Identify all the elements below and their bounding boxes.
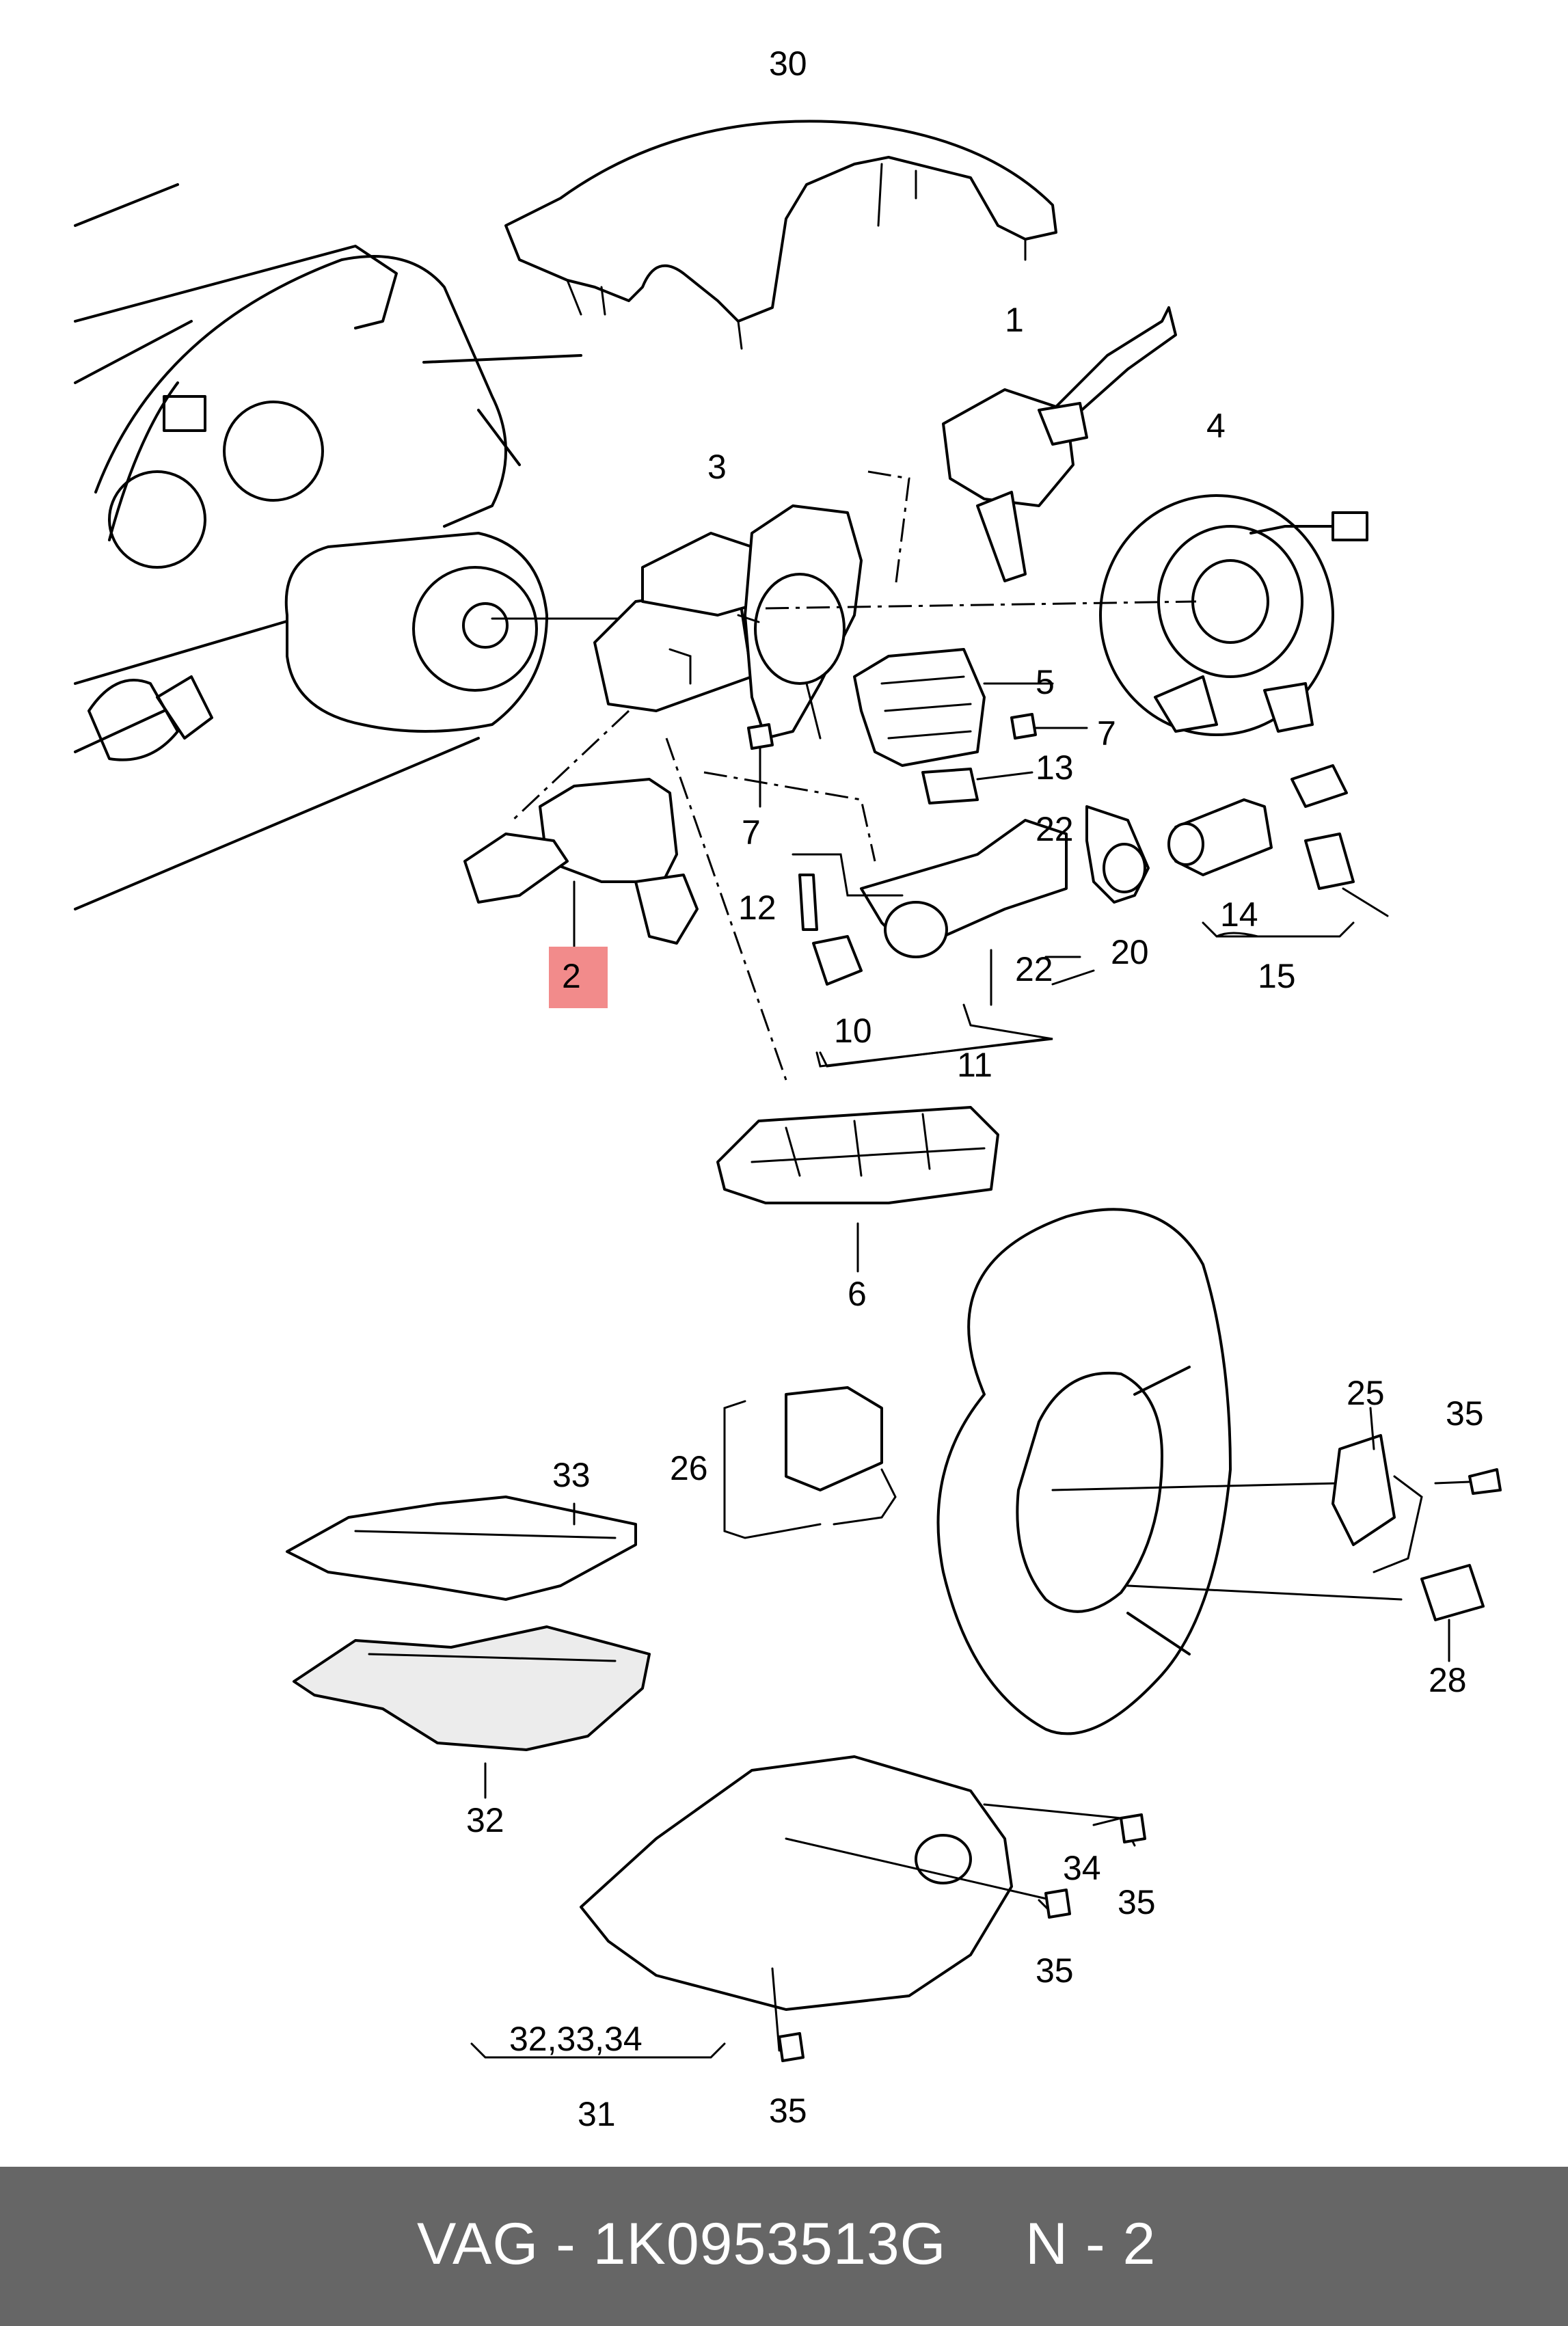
screws-7 xyxy=(747,713,1088,808)
steering-switch-26 xyxy=(723,1386,897,1539)
ignition-lock-housing xyxy=(792,819,1095,1068)
callout-34: 34 xyxy=(1063,1849,1101,1887)
steering-wheel xyxy=(936,1208,1403,1735)
assembly-guide-lines xyxy=(511,470,1197,1081)
callout-12: 12 xyxy=(738,889,776,927)
callout-32: 32 xyxy=(466,1801,504,1839)
callout-26: 26 xyxy=(670,1449,708,1487)
callout-25: 25 xyxy=(1347,1374,1385,1412)
callout-4: 4 xyxy=(1206,407,1226,445)
dashboard-outline xyxy=(74,183,582,910)
callout-31: 31 xyxy=(578,2095,616,2133)
electronics-module xyxy=(716,1106,999,1273)
callout-35a: 35 xyxy=(1446,1394,1484,1433)
connector-13 xyxy=(921,768,1033,804)
footer-bar: VAG - 1K0953513G N - 2 xyxy=(0,2167,1568,2326)
callout-33: 33 xyxy=(552,1456,591,1494)
group-brackets xyxy=(819,1038,1047,1068)
column-trim-covers xyxy=(286,1496,651,1799)
callout-3: 3 xyxy=(707,448,727,486)
lower-column-cover xyxy=(470,1755,1136,2059)
callout-1: 1 xyxy=(1005,301,1024,339)
callout-5: 5 xyxy=(1036,663,1055,701)
page-indicator: N - 2 xyxy=(1025,2211,1157,2277)
callout-32-33-34: 32,33,34 xyxy=(509,2020,643,2058)
callout-22b: 22 xyxy=(1015,950,1053,988)
callout-20: 20 xyxy=(1111,933,1149,971)
callout-30: 30 xyxy=(769,44,807,83)
callout-15: 15 xyxy=(1258,957,1296,995)
column-module xyxy=(593,504,863,740)
callout-35d: 35 xyxy=(769,2092,807,2130)
callout-labels: 30 1 3 4 5 7 13 7 22 12 20 14 22 15 10 1… xyxy=(466,44,1484,2133)
wheel-buttons xyxy=(1332,1407,1502,1662)
upper-column-cover xyxy=(504,120,1057,350)
wiper-switch xyxy=(942,306,1177,582)
callout-35b: 35 xyxy=(1118,1883,1156,1921)
exploded-parts-diagram: 30 1 3 4 5 7 13 7 22 12 20 14 22 15 10 1… xyxy=(74,44,1502,2133)
control-module xyxy=(853,648,1054,767)
callout-2-highlight xyxy=(549,947,608,1008)
callout-6: 6 xyxy=(848,1275,867,1313)
callout-13: 13 xyxy=(1036,748,1074,787)
steering-hub xyxy=(284,532,623,733)
callout-2: 2 xyxy=(562,957,581,995)
callout-28: 28 xyxy=(1429,1661,1467,1699)
callout-7b: 7 xyxy=(742,813,761,852)
callout-22a: 22 xyxy=(1036,810,1074,848)
screws-35 xyxy=(778,1813,1146,2062)
part-code: VAG - 1K0953513G xyxy=(417,2211,947,2277)
callout-11: 11 xyxy=(957,1046,992,1084)
callout-14: 14 xyxy=(1220,895,1258,934)
lock-cylinder-keys xyxy=(1085,764,1389,938)
callout-35c: 35 xyxy=(1036,1951,1074,1990)
turn-signal-switch xyxy=(463,778,699,951)
callout-7a: 7 xyxy=(1097,714,1116,753)
clock-spring xyxy=(1099,494,1368,736)
callout-10: 10 xyxy=(834,1012,872,1050)
